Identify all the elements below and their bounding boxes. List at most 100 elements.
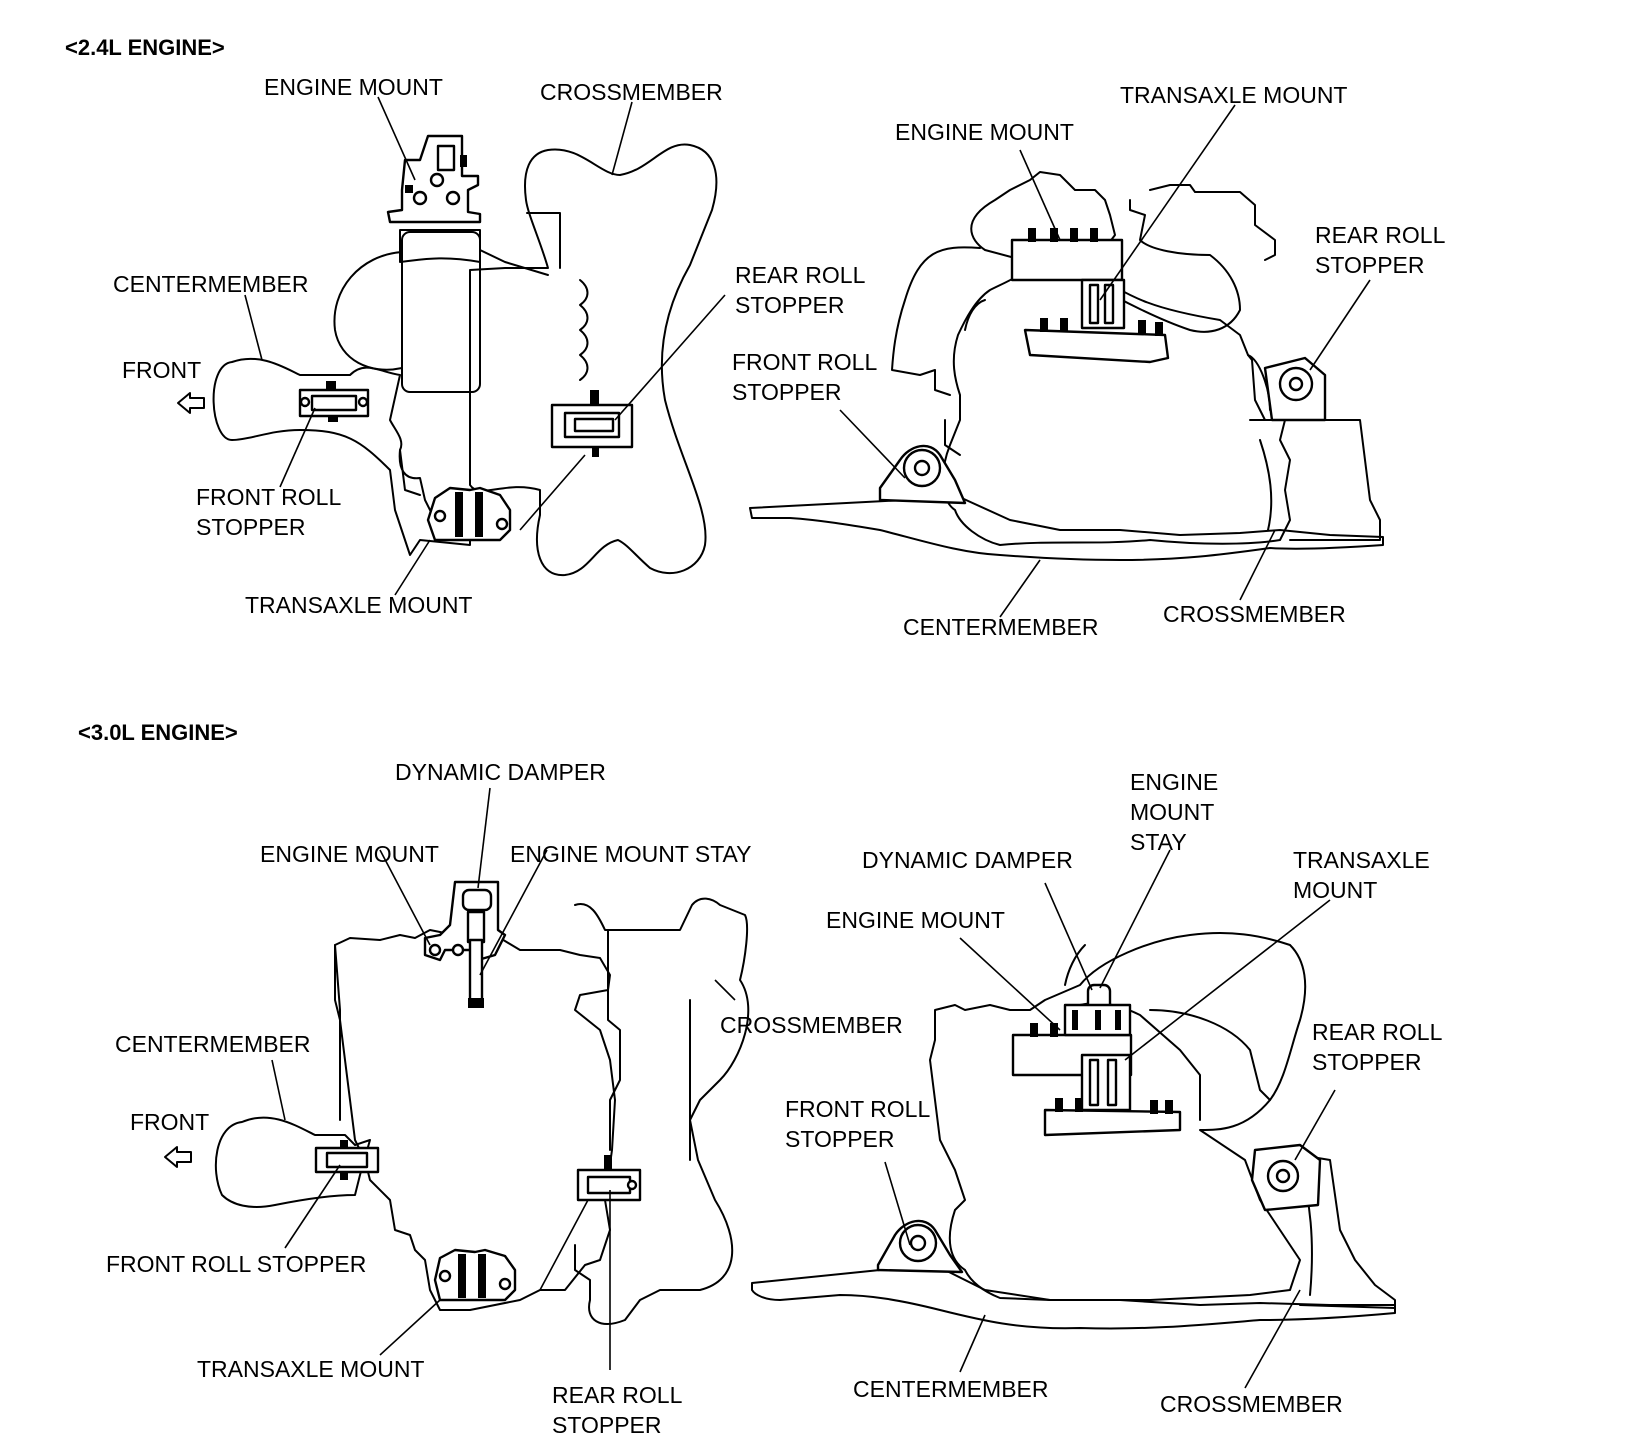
label-centermember: CENTERMEMBER [113,271,309,297]
leader [714,979,736,1001]
label-crossmember: CROSSMEMBER [1163,601,1346,627]
leader [394,539,431,596]
transaxle-mount-part [1043,1053,1182,1137]
engine-mount-part [1010,228,1124,282]
leader [271,1059,286,1121]
label-engine-mount: ENGINE MOUNT [260,841,439,867]
transaxle-mount-part [433,1248,517,1302]
centermember-outline [214,1116,371,1208]
leader [1099,849,1171,989]
label-transaxle-mount: TRANSAXLE MOUNT [1120,82,1347,108]
label-transaxle-mount-2: MOUNT [1293,877,1377,903]
label-rear-roll-stopper-2: STOPPER [1315,252,1425,278]
transaxle-mount-part [426,486,512,542]
leader [999,559,1041,618]
label-rear-roll-stopper-1: REAR ROLL [735,262,866,288]
label-rear-roll-stopper-1: REAR ROLL [1315,222,1446,248]
label-front-roll-stopper-2: STOPPER [785,1126,895,1152]
leader [379,849,431,946]
label-crossmember: CROSSMEMBER [720,1012,903,1038]
label-front: FRONT [122,357,201,383]
label-rear-roll-stopper-2: STOPPER [552,1412,662,1438]
leader [1309,279,1371,371]
side-view-3-0l: ENGINE MOUNT STAY DYNAMIC DAMPER TRANSAX… [751,769,1443,1417]
crossmember-outline [574,897,750,1325]
engine-block [401,231,481,393]
label-engine-mount-stay: ENGINE MOUNT STAY [510,841,752,867]
rear-roll-stopper-part [1247,354,1327,422]
leader [959,937,1061,1031]
leader [519,454,586,531]
engine-outline [399,229,481,263]
leader [244,294,263,361]
leader [1244,1289,1301,1389]
label-crossmember: CROSSMEMBER [540,79,723,105]
label-front-roll-stopper-2: STOPPER [196,514,306,540]
leader [1099,104,1236,301]
leader [1044,882,1093,991]
leader [611,101,633,176]
leader [614,294,726,421]
front-arrow [164,1146,192,1168]
leader [1019,149,1061,241]
label-front-roll-stopper-2: STOPPER [732,379,842,405]
leader [379,1299,441,1356]
label-centermember: CENTERMEMBER [903,614,1099,640]
rear-roll-stopper-part [1250,1143,1322,1212]
label-front-roll-stopper-1: FRONT ROLL [196,484,341,510]
front-roll-stopper-part [298,381,370,422]
leader [284,1164,341,1249]
label-centermember: CENTERMEMBER [115,1031,311,1057]
label-rear-roll-stopper-1: REAR ROLL [1312,1019,1443,1045]
label-front: FRONT [130,1109,209,1135]
rear-roll-stopper-part [576,1155,642,1202]
transaxle-mount-part [1023,278,1170,364]
label-transaxle-mount: TRANSAXLE MOUNT [197,1356,424,1382]
centermember-base [749,494,1384,561]
top-view-2-4l: ENGINE MOUNT CROSSMEMBER CENTERMEMBER FR… [113,74,866,618]
label-dynamic-damper: DYNAMIC DAMPER [395,759,606,785]
section-title-3-0l: <3.0L ENGINE> [78,720,238,745]
label-front-roll-stopper: FRONT ROLL STOPPER [106,1251,366,1277]
rear-roll-stopper-part [550,390,634,457]
label-rear-roll-stopper-2: STOPPER [735,292,845,318]
leader [479,849,548,976]
leader [1294,1089,1336,1161]
leader [1124,899,1331,1061]
engine-mount-part [386,134,482,224]
front-arrow [177,392,205,414]
leader [477,787,491,889]
leader [539,1199,589,1291]
leader [279,407,316,488]
front-roll-stopper-part [878,444,967,505]
label-front-roll-stopper-1: FRONT ROLL [732,349,877,375]
section-title-2-4l: <2.4L ENGINE> [65,35,225,60]
top-view-3-0l: DYNAMIC DAMPER ENGINE MOUNT ENGINE MOUNT… [106,759,903,1438]
label-rear-roll-stopper-1: REAR ROLL [552,1382,683,1408]
label-front-roll-stopper-1: FRONT ROLL [785,1096,930,1122]
centermember-base [751,1264,1396,1330]
label-engine-mount: ENGINE MOUNT [826,907,1005,933]
label-engine-mount-stay-3: STAY [1130,829,1187,855]
crossmember-outline [469,143,718,577]
label-dynamic-damper: DYNAMIC DAMPER [862,847,1073,873]
leader [839,409,906,479]
engine-mount-stay-part [468,938,484,1008]
front-roll-stopper-part [314,1140,380,1180]
front-roll-stopper-part [876,1219,964,1274]
leader [959,1314,986,1373]
leader [377,96,416,181]
label-crossmember: CROSSMEMBER [1160,1391,1343,1417]
label-engine-mount-stay-2: MOUNT [1130,799,1214,825]
label-transaxle-mount-1: TRANSAXLE [1293,847,1430,873]
engine-transaxle-outline [929,932,1307,1301]
label-rear-roll-stopper-2: STOPPER [1312,1049,1422,1075]
crossmember-tower [1249,419,1381,541]
label-transaxle-mount: TRANSAXLE MOUNT [245,592,472,618]
label-centermember: CENTERMEMBER [853,1376,1049,1402]
label-engine-mount: ENGINE MOUNT [895,119,1074,145]
side-view-2-4l: ENGINE MOUNT TRANSAXLE MOUNT REAR ROLL S… [732,82,1446,640]
leader [1239,529,1276,601]
label-engine-mount: ENGINE MOUNT [264,74,443,100]
